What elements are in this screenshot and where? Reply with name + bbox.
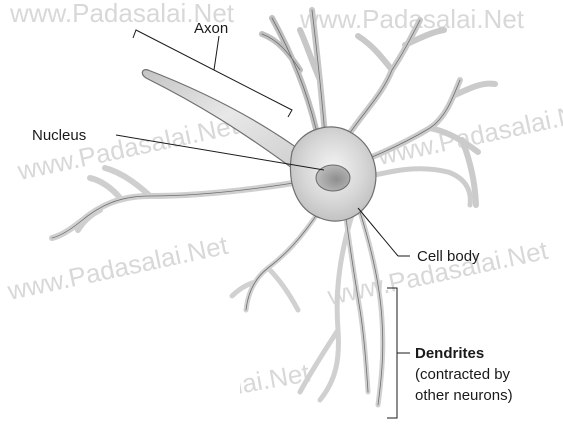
nucleus: [316, 165, 350, 191]
dendrites-bracket: [387, 288, 397, 418]
dendrite-left: [52, 168, 300, 238]
axon-label: Axon: [194, 20, 228, 37]
dendrite-upper-right: [345, 20, 444, 140]
dendrite-right-lower: [362, 169, 470, 205]
dendrites-note-line2: other neurons): [415, 387, 513, 404]
watermark: www.Padasalai.Net: [14, 110, 241, 186]
nucleus-label: Nucleus: [32, 127, 86, 144]
dendrite-lower-left: [232, 210, 320, 310]
axon-leader-line: [214, 36, 219, 70]
watermark: www.Padasalai.Net: [4, 230, 231, 306]
dendrites-label: Dendrites: [415, 345, 484, 362]
cell-body-label: Cell body: [417, 248, 480, 265]
dendrite-upper-left: [262, 18, 318, 138]
dendrites-note-line1: (contracted by: [415, 366, 511, 383]
blank-area: [0, 340, 240, 427]
